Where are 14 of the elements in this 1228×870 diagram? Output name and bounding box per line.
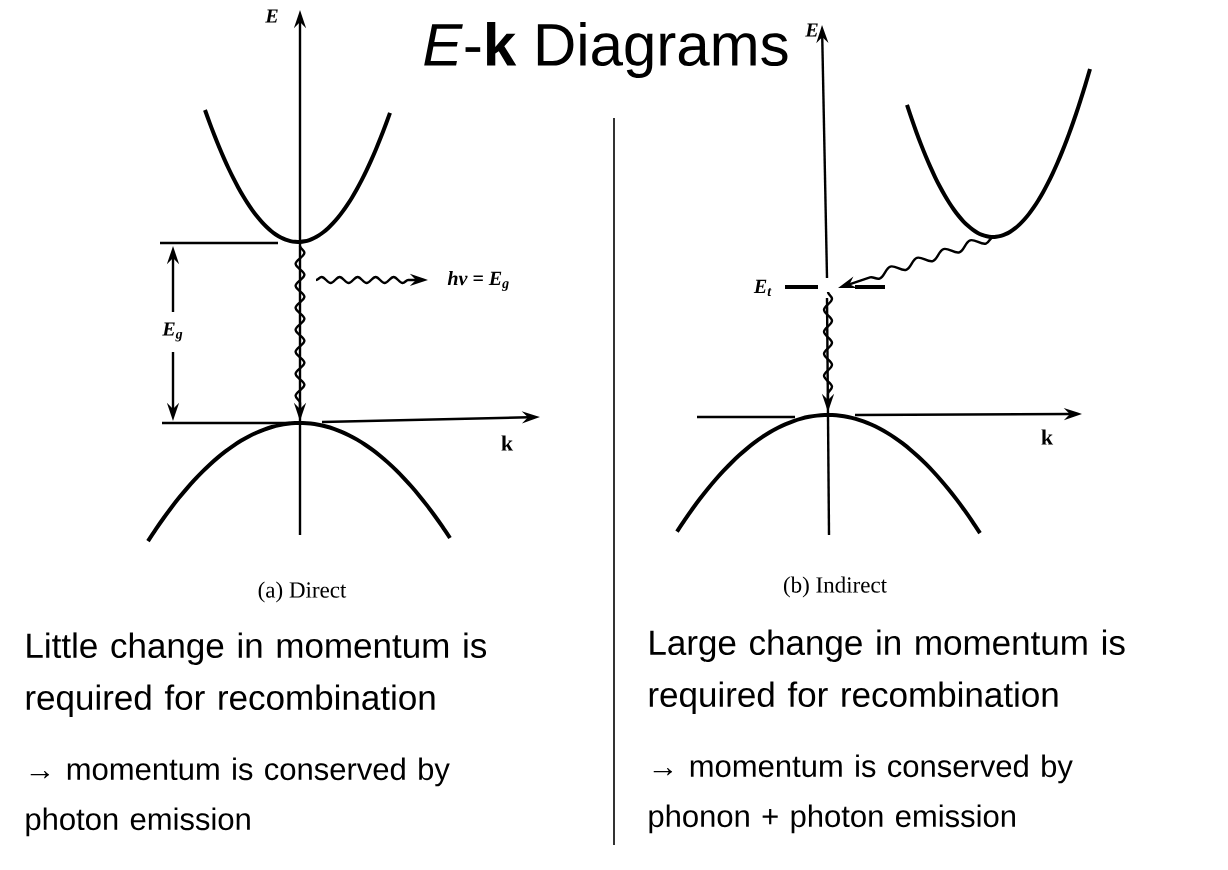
axis-label: E bbox=[805, 23, 818, 37]
energy-label: E$_{t}$ bbox=[753, 279, 772, 297]
axis-label: E bbox=[265, 9, 278, 23]
note-text: → momentum is conserved by phonon + photon emission bbox=[649, 754, 1073, 834]
caption-label: (b) Indirect bbox=[783, 576, 887, 598]
energy-label: E$_{g}$ bbox=[162, 322, 183, 342]
caption-label: (a) Direct bbox=[258, 581, 347, 603]
paragraph-text: Little change in momentum is required for recombination bbox=[26, 632, 487, 718]
energy-label: hν = E$_{g}$ bbox=[447, 271, 509, 291]
note-text: → momentum is conserved by photon emission bbox=[26, 757, 450, 837]
paragraph-text: Large change in momentum is required for recombination bbox=[649, 629, 1125, 715]
axis-label: k bbox=[501, 435, 514, 451]
title: E-k Diagrams bbox=[424, 22, 788, 78]
axis-label: k bbox=[1041, 429, 1054, 445]
